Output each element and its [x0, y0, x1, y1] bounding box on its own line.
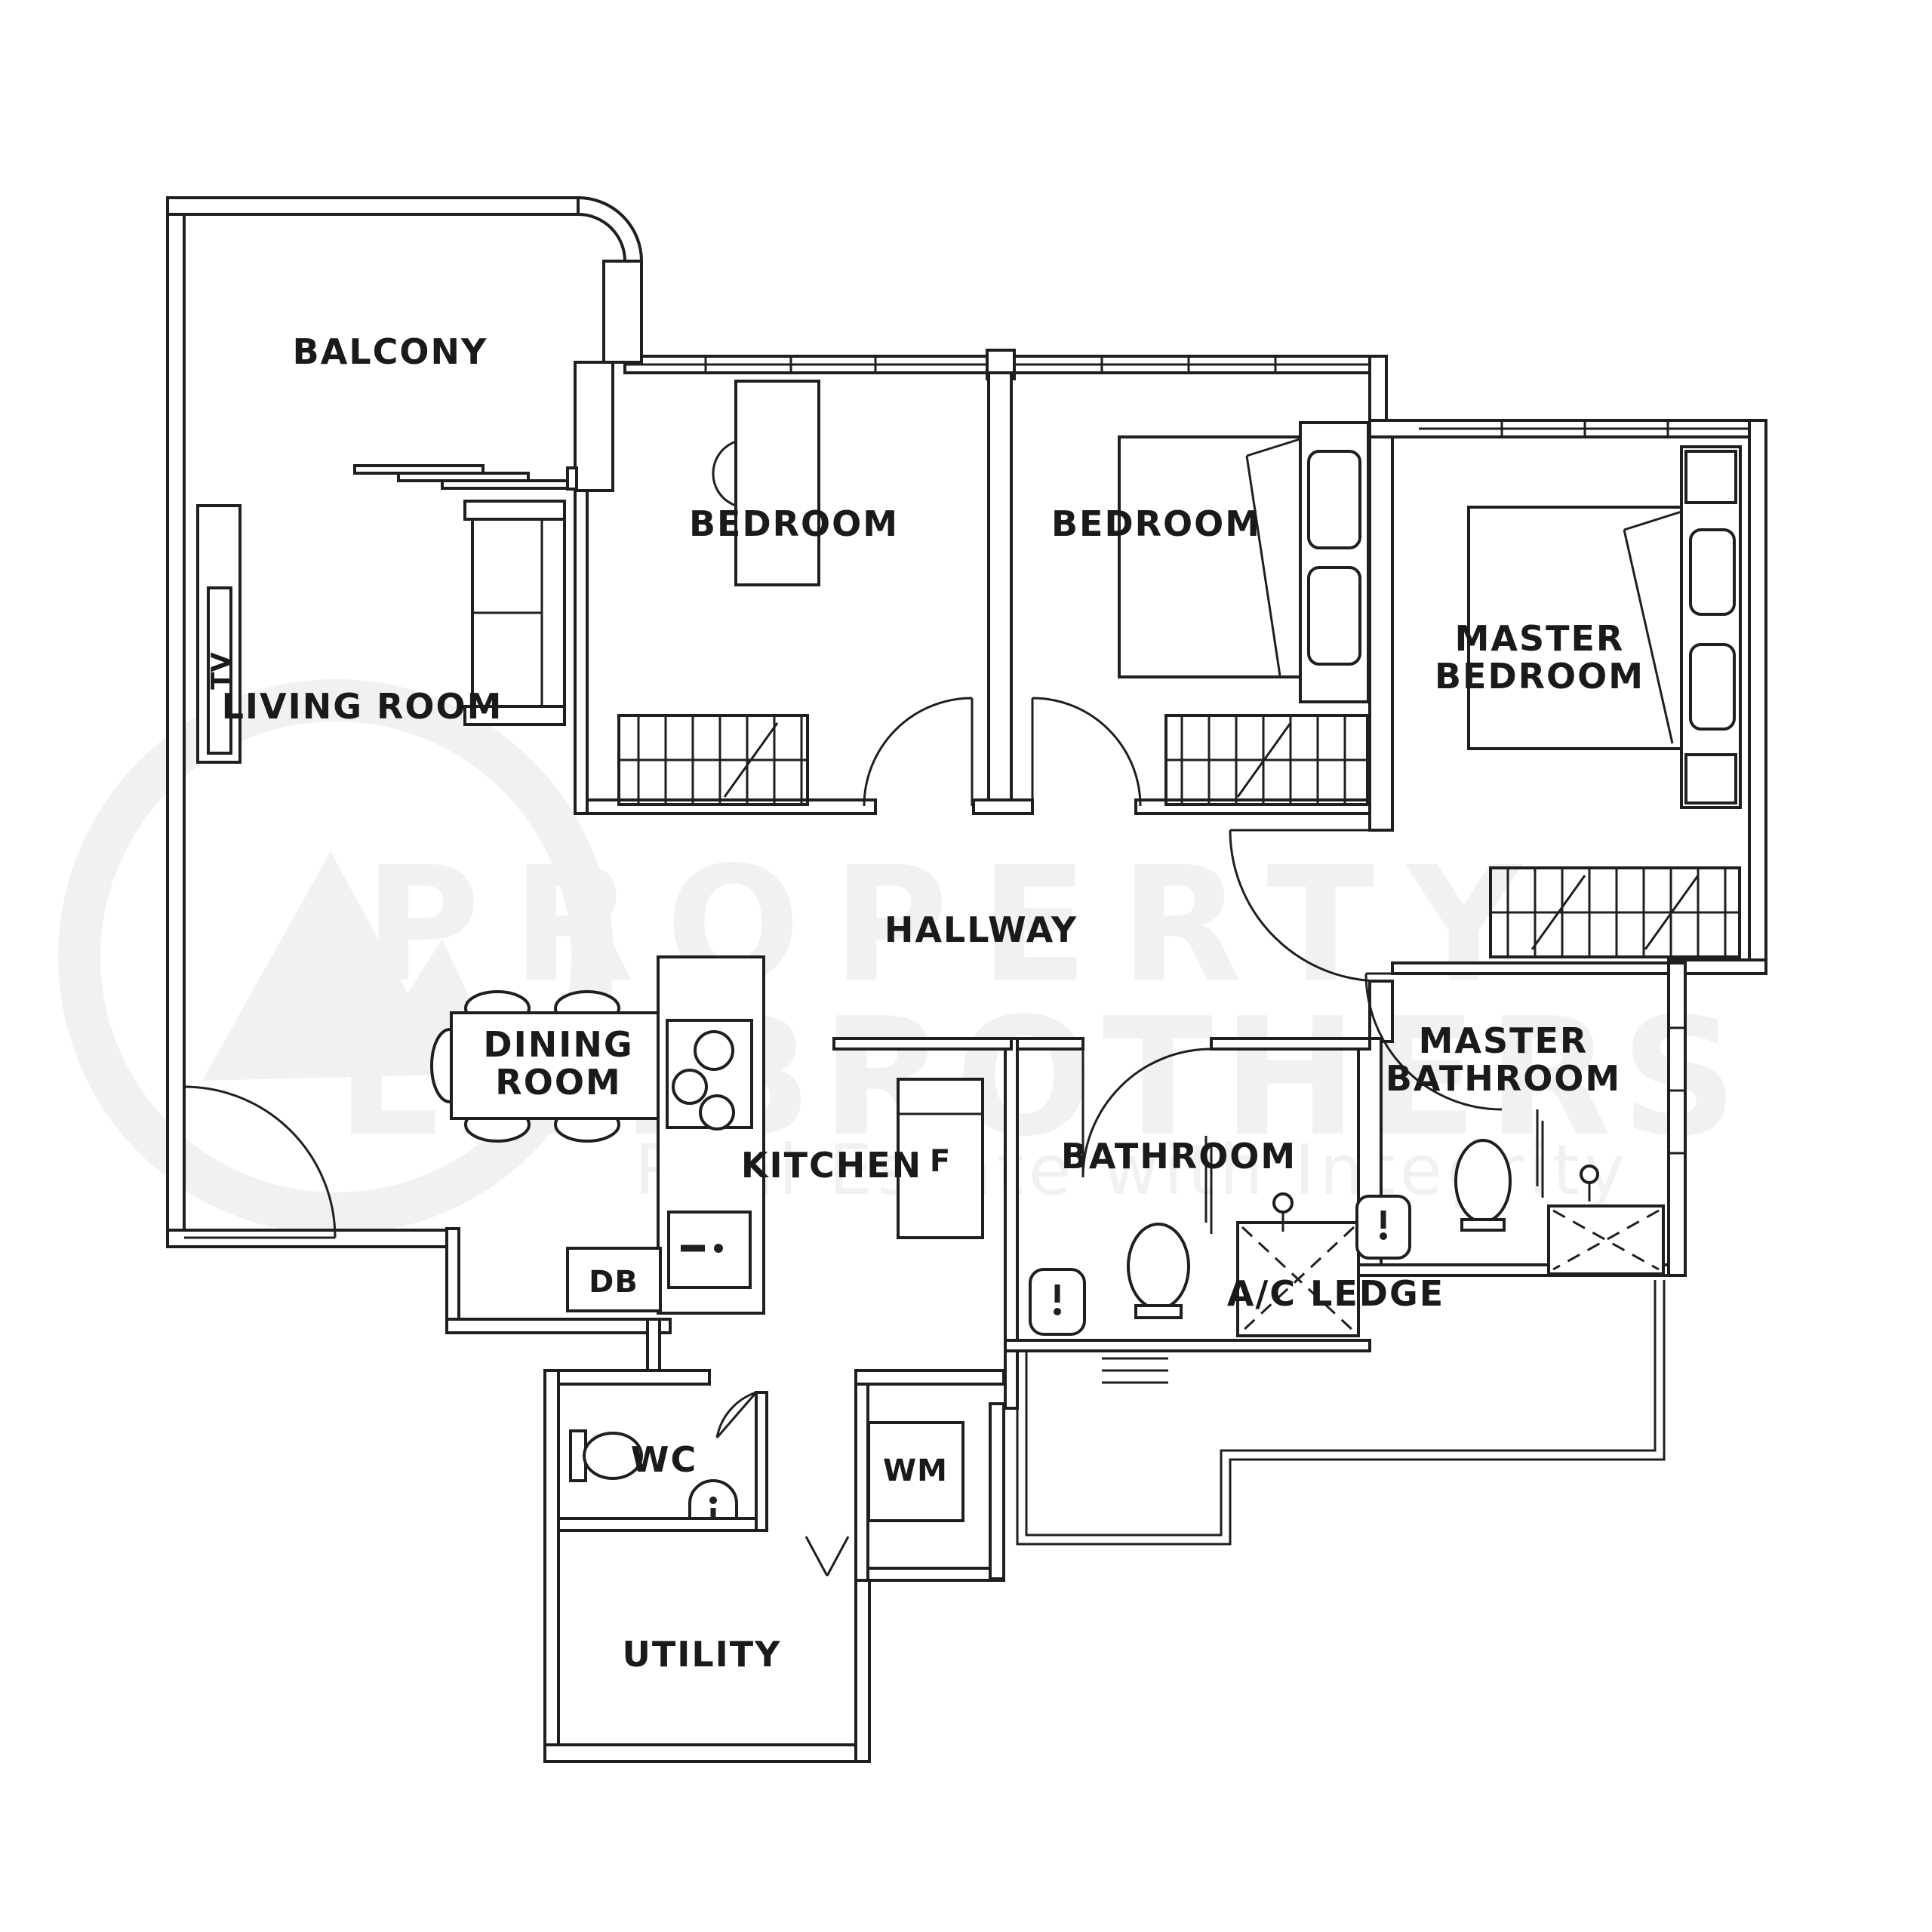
room-label-master-bedroom-2: BEDROOM — [1435, 656, 1644, 697]
washing-machine — [867, 1421, 964, 1522]
fridge — [897, 1078, 984, 1239]
wardrobe-master — [1489, 866, 1741, 958]
bathroom-fixtures — [1029, 1136, 1360, 1384]
shower-head-icon — [1580, 1164, 1599, 1184]
exterior-walls — [166, 195, 1767, 1763]
wall — [1004, 1349, 1019, 1410]
wall — [602, 260, 643, 364]
furniture — [207, 380, 1742, 1522]
doors — [183, 697, 1503, 1577]
room-label-bathroom: BATHROOM — [1061, 1136, 1297, 1177]
kitchen-counter — [657, 955, 765, 1315]
bedroom2-door — [1031, 697, 1142, 807]
bathroom-toilet — [1127, 1223, 1190, 1310]
wall — [832, 1037, 1013, 1051]
wc-sink — [688, 1479, 738, 1520]
room-labels: BALCONY LIVING ROOM BEDROOM BEDROOM MAST… — [222, 331, 1644, 1675]
watermark-logo-mountain-icon — [202, 851, 504, 1081]
room-label-master-bathroom-1: MASTER — [1419, 1020, 1589, 1061]
room-label-dining-2: ROOM — [495, 1062, 621, 1103]
bed-bedroom2 — [1118, 421, 1370, 703]
desk — [712, 380, 820, 586]
wall — [1667, 961, 1687, 1277]
bathroom-door — [1081, 1048, 1212, 1178]
sliding-door-end — [566, 466, 578, 491]
wall — [543, 1369, 711, 1386]
wall — [854, 1383, 869, 1582]
wardrobe-bedroom2 — [1164, 714, 1369, 806]
entrance-door — [183, 1085, 337, 1239]
wall — [987, 371, 1013, 801]
wall — [445, 1227, 460, 1330]
room-label-master-bedroom-1: MASTER — [1455, 618, 1625, 659]
fixture-label-wm: WM — [883, 1454, 948, 1488]
room-label-kitchen: KITCHEN — [741, 1145, 922, 1186]
wall — [166, 196, 581, 216]
wall — [1368, 435, 1394, 832]
balcony-sliding-door — [353, 464, 578, 491]
wall — [166, 196, 186, 1248]
wall — [1368, 980, 1394, 1043]
wall — [1004, 1037, 1019, 1352]
wall — [1748, 419, 1767, 971]
fixture-label-fridge: F — [930, 1144, 951, 1179]
sofa — [463, 500, 566, 726]
sliding-panel — [441, 479, 569, 490]
bed-master — [1467, 445, 1742, 809]
wall — [755, 1391, 768, 1532]
dining-table — [450, 1011, 664, 1120]
fixture-label-db: DB — [589, 1265, 638, 1300]
room-label-balcony: BALCONY — [293, 331, 488, 372]
wall — [557, 1517, 758, 1532]
utility-door — [804, 1536, 850, 1577]
wall — [445, 1318, 672, 1334]
room-label-dining-1: DINING — [483, 1024, 633, 1065]
window-ticks — [1500, 420, 1669, 437]
wall — [972, 798, 1034, 815]
wall — [1210, 1037, 1371, 1051]
room-label-utility: UTILITY — [623, 1634, 782, 1675]
wall — [574, 361, 614, 492]
wall — [1004, 1339, 1371, 1352]
wall — [989, 1402, 1005, 1580]
room-label-bedroom1: BEDROOM — [689, 503, 899, 544]
shower-tray — [1547, 1204, 1665, 1275]
window-ticks — [1669, 1026, 1685, 1155]
watermark-logo-circle-icon — [58, 679, 614, 1235]
room-label-living: LIVING ROOM — [222, 686, 503, 727]
master-bathroom-fixtures — [1355, 1109, 1665, 1275]
bedroom1-door — [863, 697, 974, 807]
wc-toilet — [569, 1429, 643, 1482]
watermark-text-1: PROPERTY — [364, 832, 1552, 1017]
wall — [543, 1369, 560, 1763]
room-label-bedroom2: BEDROOM — [1051, 503, 1261, 544]
room-label-ac-ledge: A/C LEDGE — [1227, 1273, 1444, 1314]
wall — [854, 1567, 1005, 1582]
fixture-label-tv: TV — [206, 652, 236, 690]
window-ticks — [704, 356, 1277, 373]
dining-set — [430, 990, 664, 1143]
room-label-wc: WC — [631, 1439, 698, 1480]
wall — [543, 1743, 871, 1763]
wall — [854, 1577, 871, 1763]
shower-head-icon — [1272, 1192, 1294, 1214]
wc-door — [715, 1391, 758, 1438]
wall — [1391, 961, 1670, 975]
room-label-hallway: HALLWAY — [884, 909, 1078, 950]
wardrobe-bedroom1 — [617, 714, 809, 806]
master-bathroom-toilet — [1454, 1139, 1512, 1223]
room-label-master-bathroom-2: BATHROOM — [1386, 1058, 1621, 1099]
wall — [854, 1369, 1005, 1386]
db-box — [566, 1247, 662, 1312]
master-bathroom-door — [1364, 972, 1503, 1111]
wall — [646, 1318, 661, 1378]
wall — [574, 489, 589, 815]
tv-console — [207, 586, 232, 755]
ac-ledge-outline — [1016, 1280, 1666, 1546]
master-bedroom-door — [1229, 829, 1382, 983]
fixture-labels: TV F DB WM — [206, 652, 951, 1488]
